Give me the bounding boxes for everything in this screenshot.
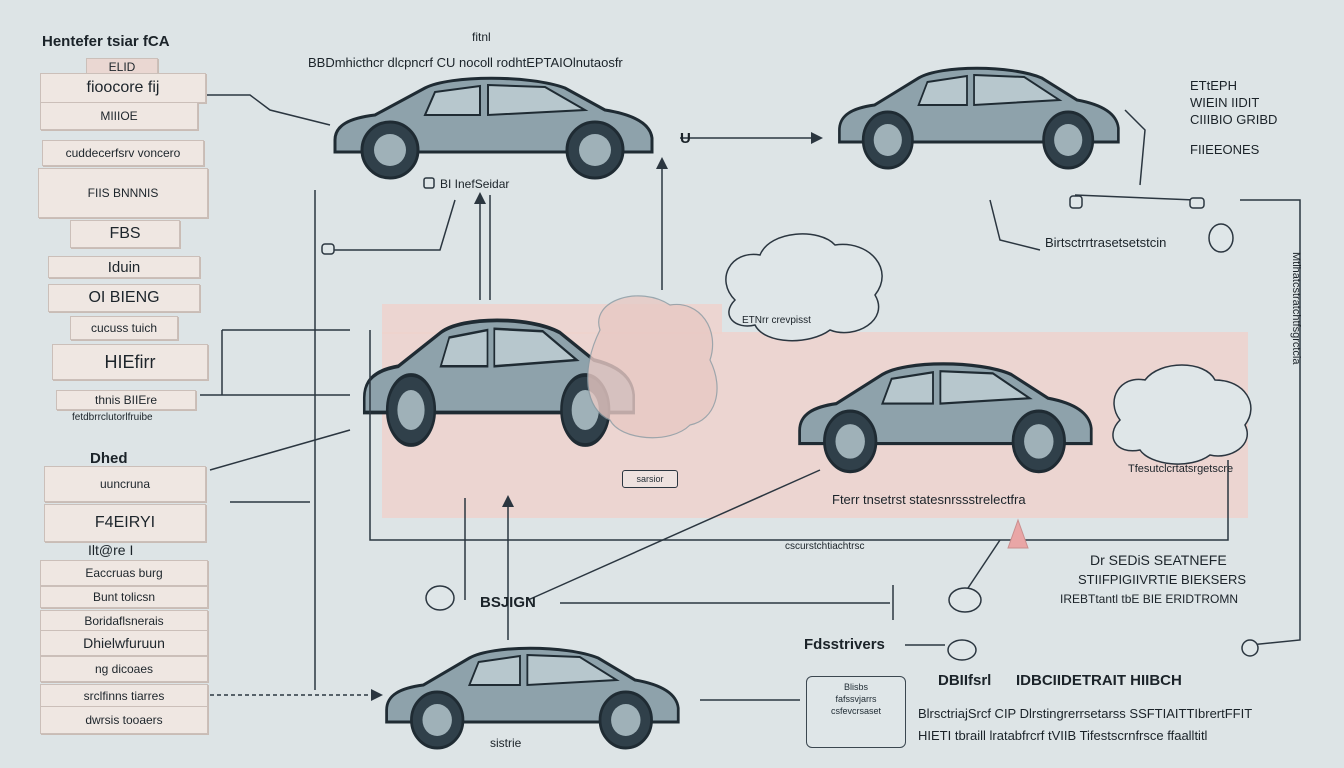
blob-shape — [587, 295, 718, 439]
right-label: ETtEPH — [1190, 78, 1237, 93]
right-label: FIIEEONES — [1190, 142, 1260, 157]
card-item[interactable]: Bunt tolicsn — [40, 586, 208, 608]
card-item[interactable]: Iduin — [48, 256, 200, 278]
note-box[interactable]: Blisbs fafssvjarrs csfevcrsaset — [806, 676, 906, 748]
node-round — [1241, 639, 1259, 657]
card-item[interactable]: Eaccruas burg — [40, 560, 208, 586]
center-tag[interactable]: sarsior — [622, 470, 678, 488]
node-small-3 — [321, 243, 335, 255]
car-top-right — [837, 66, 1120, 170]
card-caption: Ilt@re I — [88, 542, 134, 558]
card-item[interactable]: Dhielwfuruun — [40, 630, 208, 656]
note-line: Blisbs — [843, 682, 868, 692]
cloud-label: Tfesutclcrtatsrgetscre — [1128, 463, 1234, 475]
car-center-right — [797, 362, 1093, 474]
bottom-left-label: Fdsstrivers — [804, 636, 885, 653]
card-item[interactable]: ng dicoaes — [40, 656, 208, 682]
right-block-line: STIIFPIGIIVRTIE BIEKSERS — [1078, 572, 1247, 587]
card-item[interactable]: cuddecerfsrv voncero — [42, 140, 204, 166]
card-caption: fetdbrrclutorlfruibe — [72, 412, 153, 423]
note-line: fafssvjarrs — [835, 694, 877, 704]
right-label: CIIIBIO GRIBD — [1190, 112, 1278, 127]
loop-icon-3 — [425, 585, 455, 611]
bottom-row-right: IDBCIIDETRAIT HIIBCH — [1016, 672, 1182, 689]
card-item[interactable]: fioocore fij — [40, 73, 206, 103]
card-title: Dhed — [90, 450, 128, 467]
idea-cloud-1 — [725, 233, 883, 342]
card-item[interactable]: HIEfirr — [52, 344, 208, 380]
left-header: Hentefer tsiar fCA — [42, 33, 170, 50]
mid-small-label: cscurstchtiachtrsc — [785, 541, 865, 552]
bottom-text-line: HIETI tbraill lratabfrcrf tVIIB Tifestsc… — [918, 728, 1208, 743]
idea-cloud-2 — [1112, 364, 1252, 465]
node-small — [1069, 195, 1083, 209]
pink-arrow-marker — [1007, 518, 1029, 549]
note-line: csfevcrsaset — [830, 706, 881, 716]
bottom-row-left: DBIIfsrl — [938, 672, 992, 689]
right-mid-label: Birtsctrrtrasetsetstcin — [1045, 235, 1167, 250]
card-item[interactable]: cucuss tuich — [70, 316, 178, 340]
right-label: WIEIN IIDIT — [1190, 95, 1260, 110]
car-bottom — [385, 646, 680, 750]
top-title: BBDmhicthcr dlcpncrf CU nocoll rodhtEPTA… — [308, 55, 623, 70]
loop-icon — [948, 587, 982, 613]
card-item[interactable]: FBS — [70, 220, 180, 248]
card-item[interactable]: Boridaflsnerais — [40, 610, 208, 632]
band-caption: Fterr tnsetrst statesnrssstrelectfra — [832, 492, 1026, 507]
card-item[interactable]: dwrsis tooaers — [40, 706, 208, 734]
node-small-2 — [1189, 197, 1205, 209]
vertical-label: Mtlhatcstratchtfsgrctcia — [1290, 252, 1302, 365]
bottom-car-label: sistrie — [490, 736, 522, 750]
top-small-label: fitnl — [472, 30, 491, 44]
bottom-text-line: BlrsctriajSrcf CIP Dlrstingrerrsetarss S… — [918, 706, 1253, 721]
card-item[interactable]: OI BIENG — [48, 284, 200, 312]
cloud-label: ETNrr crevpisst — [742, 315, 811, 326]
right-block-line: IREBTtantl tbE BIE ERIDTROMN — [1060, 592, 1239, 606]
node-small-4 — [423, 177, 435, 189]
bottom-center-label: BSJIGN — [480, 594, 536, 611]
card-item[interactable]: srclfinns tiarres — [40, 684, 208, 708]
car-label: BI InefSeidar — [440, 177, 510, 191]
card-item[interactable]: uuncruna — [44, 466, 206, 502]
card-item[interactable]: thnis BIIEre — [56, 390, 196, 410]
loop-icon-2 — [1208, 223, 1234, 253]
loop-icon-4 — [947, 639, 977, 661]
card-item[interactable]: FIIS BNNNIS — [38, 168, 208, 218]
right-block-line: Dr SEDiS SEATNEFE — [1090, 552, 1227, 568]
card-item[interactable]: F4EIRYI — [44, 504, 206, 542]
card-item[interactable]: MIIIOE — [40, 102, 198, 130]
arrow-label: U — [680, 130, 691, 147]
car-top-center — [333, 76, 654, 180]
